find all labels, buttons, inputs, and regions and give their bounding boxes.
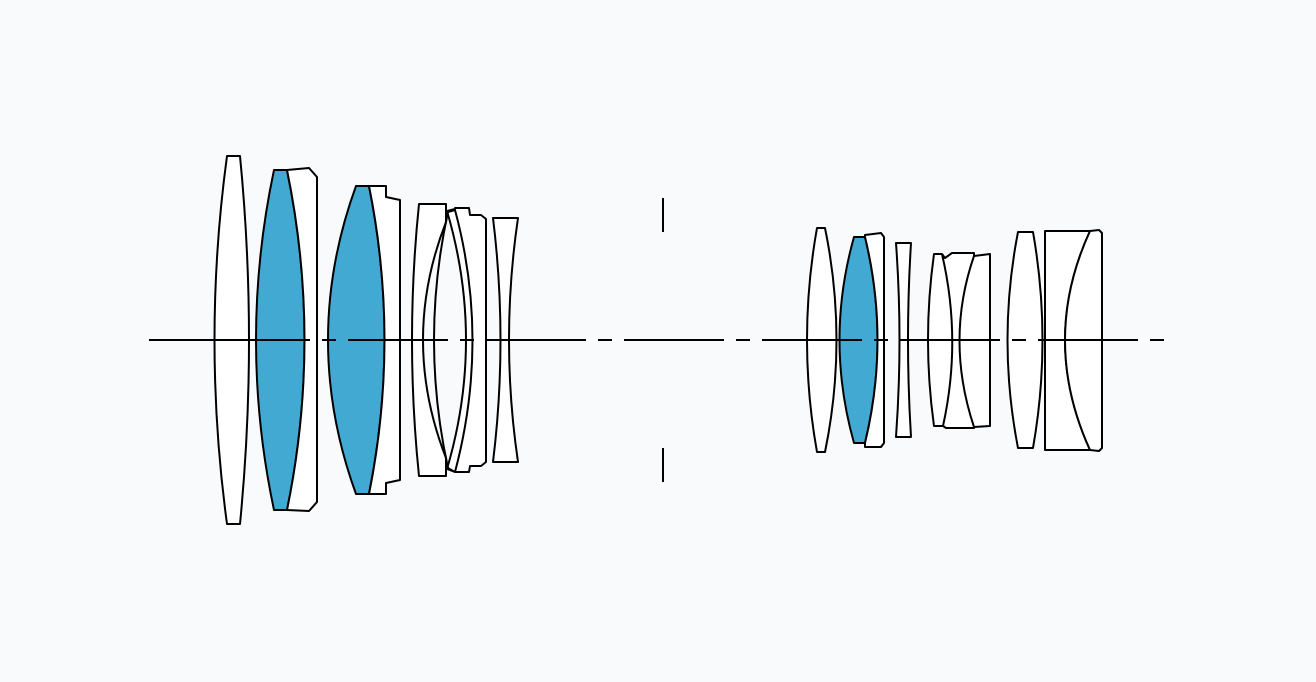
lens-element-12 (864, 232, 885, 448)
lens-element-3 (286, 167, 318, 512)
lens-element-8 (433, 209, 474, 473)
lens-element-6 (411, 203, 447, 477)
